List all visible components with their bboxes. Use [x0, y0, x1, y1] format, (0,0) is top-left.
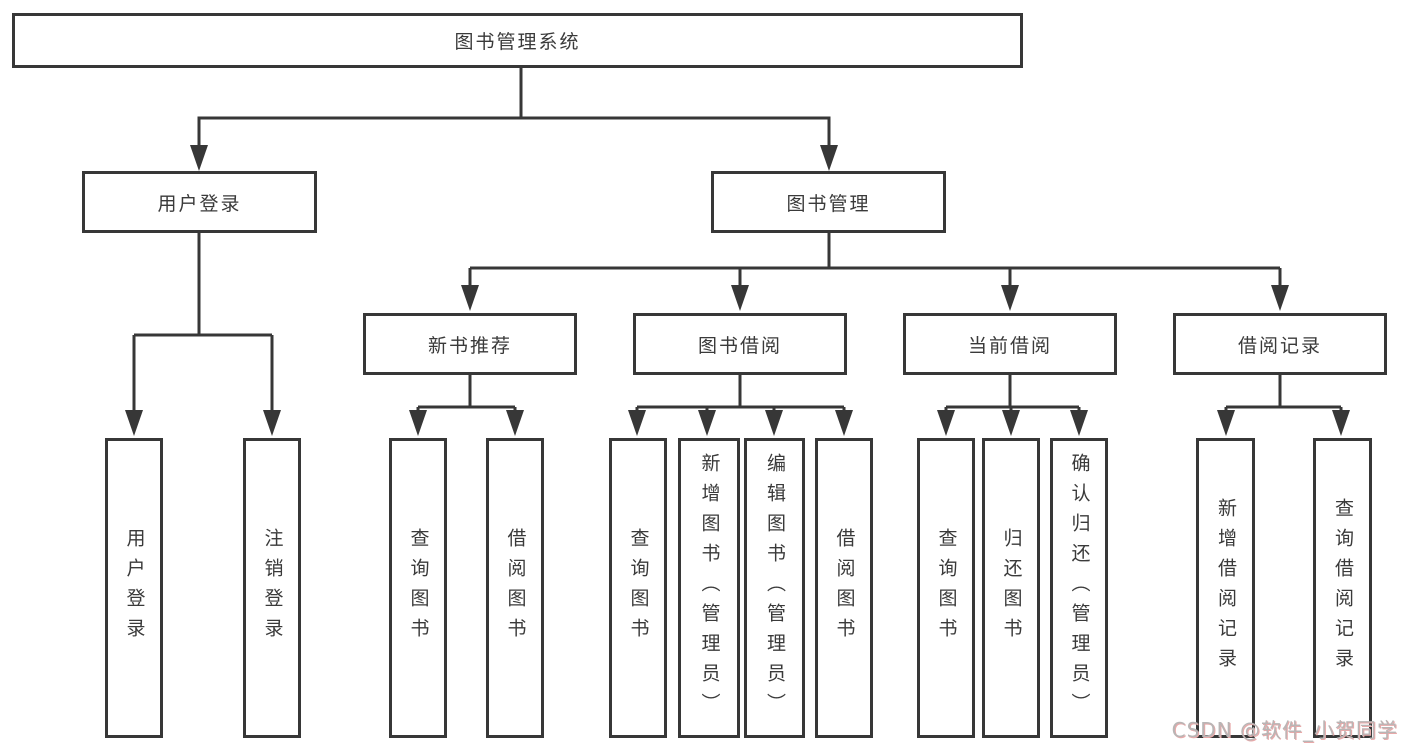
node-label: 注销登录 [261, 528, 284, 648]
leaf-query-books-current: 查询图书 [917, 438, 975, 738]
node-label: 图书管理 [786, 192, 871, 215]
node-label: 借阅图书 [833, 528, 856, 648]
node-label: 归还图书 [1000, 528, 1023, 648]
node-new-book-recommend: 新书推荐 [363, 313, 577, 375]
node-label: 当前借阅 [967, 334, 1052, 357]
leaf-query-borrow-record: 查询借阅记录 [1313, 438, 1372, 738]
node-label: 新增图书（管理员） [698, 453, 721, 723]
node-root-system: 图书管理系统 [12, 13, 1023, 68]
node-label: 查询图书 [627, 528, 650, 648]
node-current-borrowing: 当前借阅 [903, 313, 1117, 375]
node-label: 用户登录 [157, 192, 242, 215]
node-label: 用户登录 [123, 528, 146, 648]
node-label: 新增借阅记录 [1215, 498, 1237, 678]
leaf-add-borrow-record: 新增借阅记录 [1196, 438, 1255, 738]
node-label: 查询图书 [935, 528, 958, 648]
node-label: 编辑图书（管理员） [764, 453, 786, 723]
node-label: 借阅图书 [504, 528, 527, 648]
node-label: 确认归还（管理员） [1068, 453, 1091, 723]
leaf-query-books-recommend: 查询图书 [389, 438, 447, 738]
node-label: 新书推荐 [427, 334, 512, 357]
leaf-borrow-books-borrowing: 借阅图书 [815, 438, 873, 738]
leaf-edit-book-admin: 编辑图书（管理员） [744, 438, 805, 738]
node-label: 查询图书 [407, 528, 430, 648]
node-user-login-branch: 用户登录 [82, 171, 317, 233]
leaf-borrow-books-recommend: 借阅图书 [486, 438, 544, 738]
leaf-confirm-return-admin: 确认归还（管理员） [1050, 438, 1108, 738]
node-label: 查询借阅记录 [1332, 498, 1354, 678]
node-label: 图书管理系统 [454, 31, 581, 53]
leaf-return-book: 归还图书 [982, 438, 1040, 738]
node-label: 借阅记录 [1237, 334, 1322, 357]
leaf-user-login: 用户登录 [105, 438, 163, 738]
node-borrow-records: 借阅记录 [1173, 313, 1387, 375]
node-book-borrowing: 图书借阅 [633, 313, 847, 375]
leaf-query-books-borrowing: 查询图书 [609, 438, 667, 738]
csdn-watermark: CSDN @软件_小贺同学 [1171, 718, 1398, 742]
node-book-management: 图书管理 [711, 171, 946, 233]
node-label: 图书借阅 [697, 334, 782, 357]
leaf-logout: 注销登录 [243, 438, 301, 738]
leaf-add-book-admin: 新增图书（管理员） [678, 438, 740, 738]
